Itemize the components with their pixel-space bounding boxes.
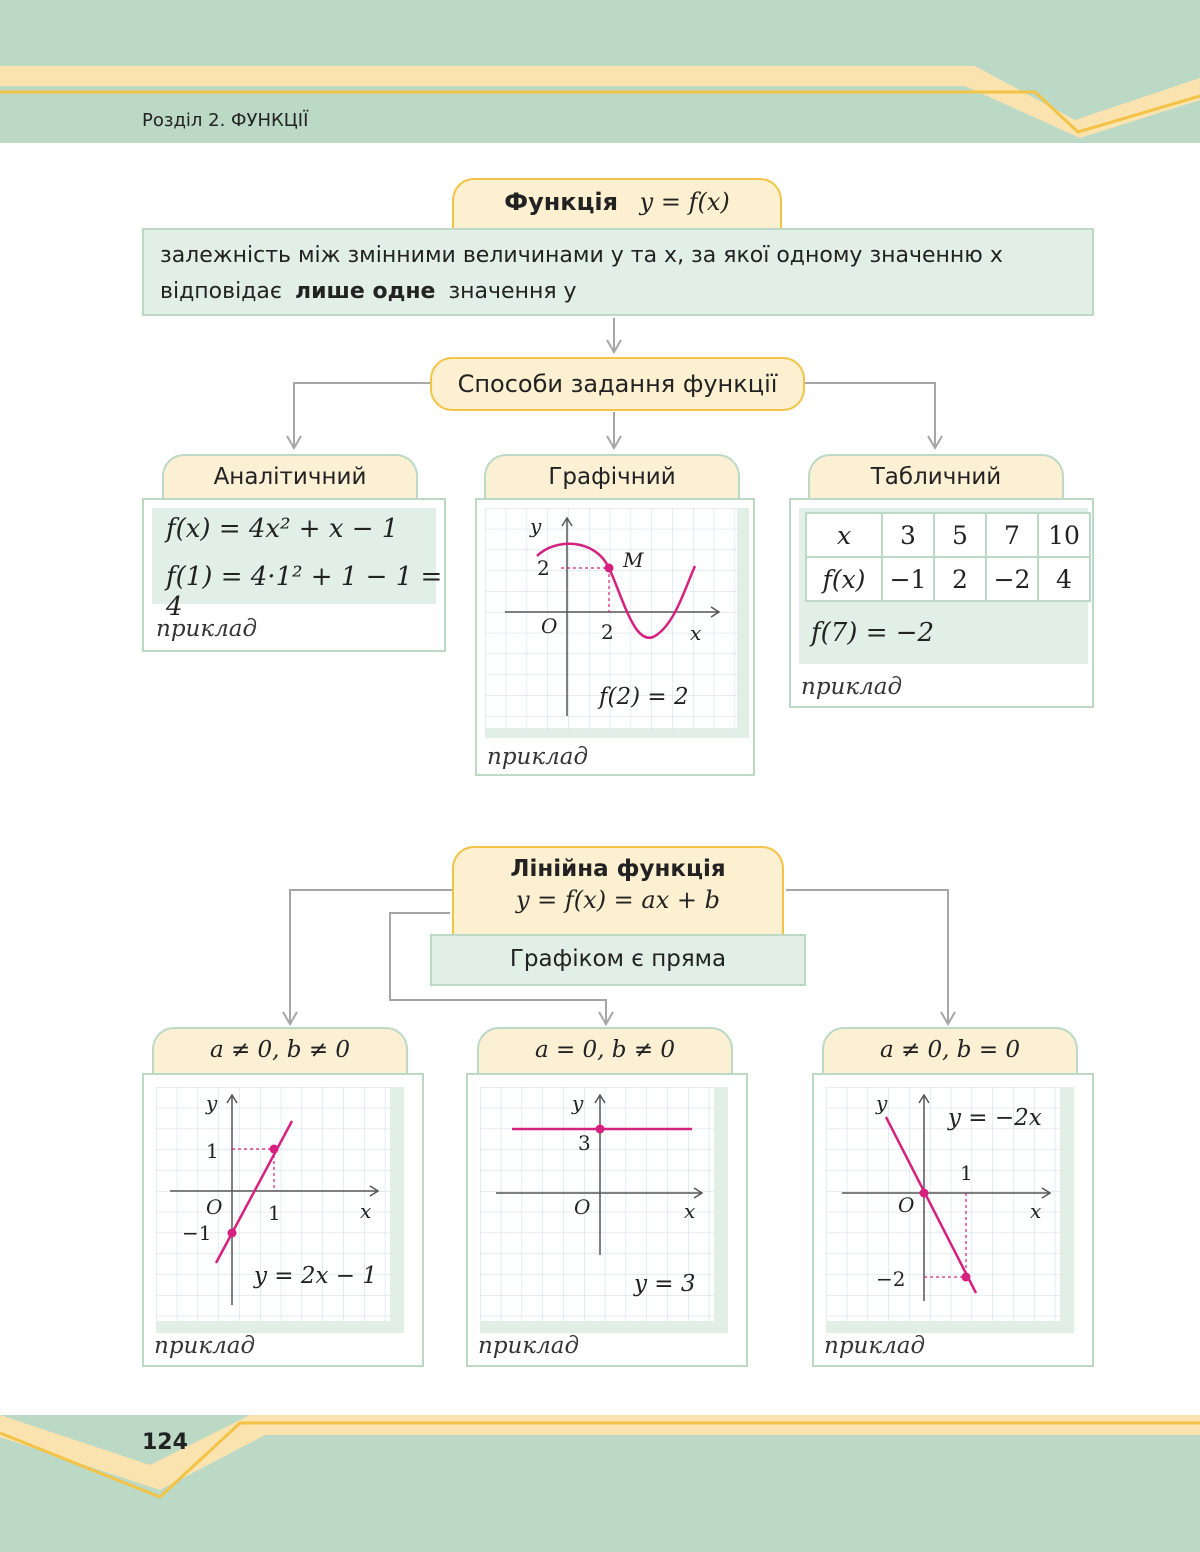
- values-table: x 3 5 7 10 f(x) −1 2 −2 4: [805, 512, 1091, 602]
- case-2-condition: a = 0, b ≠ 0: [534, 1037, 676, 1063]
- case-1-example-label: приклад: [154, 1333, 256, 1359]
- analytic-formula-1: f(x) = 4x² + x − 1: [166, 514, 399, 544]
- linear-formula: y = f(x) = ax + b: [515, 886, 720, 914]
- analytic-tab: Аналітичний: [162, 454, 418, 500]
- case-3-tick-y: −2: [876, 1267, 906, 1291]
- table-panel: x 3 5 7 10 f(x) −1 2 −2 4 f(7) = −2 прик…: [789, 498, 1094, 708]
- case-1-tick-x: 1: [268, 1201, 281, 1225]
- case-3-x-axis: x: [1030, 1199, 1042, 1223]
- case-2-graph: [480, 1087, 714, 1321]
- case-2-example-label: приклад: [478, 1333, 580, 1359]
- case-1-graph: [156, 1087, 390, 1321]
- methods-title: Способи задання функції: [430, 357, 805, 411]
- case-1-panel: y x O 1 −1 1 y = 2x − 1 приклад: [142, 1073, 424, 1367]
- graph-note-box: Графіком є пряма: [430, 934, 806, 986]
- definition-box: залежність між змінними величинами y та …: [142, 228, 1094, 316]
- analytic-formula-2: f(1) = 4·1² + 1 − 1 = 4: [166, 562, 443, 622]
- case-2-equation: y = 3: [634, 1271, 696, 1297]
- analytic-example-label: приклад: [156, 616, 258, 642]
- table-row: f(x) −1 2 −2 4: [805, 556, 1091, 602]
- case-1-origin: O: [206, 1195, 223, 1219]
- table-label: Табличний: [870, 464, 1002, 490]
- graphic-example-label: приклад: [487, 744, 589, 770]
- case-1-tab: a ≠ 0, b ≠ 0: [152, 1027, 408, 1075]
- analytic-panel: f(x) = 4x² + x − 1 f(1) = 4·1² + 1 − 1 =…: [142, 498, 446, 652]
- case-3-origin: O: [898, 1193, 915, 1217]
- case-1-equation: y = 2x − 1: [254, 1263, 378, 1289]
- curve-line: [536, 542, 697, 640]
- case-1-tick-y2: −1: [182, 1221, 212, 1245]
- function-title-tab: Функція y = f(x): [452, 178, 782, 230]
- case-2-panel: y x O 3 y = 3 приклад: [466, 1073, 748, 1367]
- case-3-example-label: приклад: [824, 1333, 926, 1359]
- case-3-y-axis: y: [876, 1091, 888, 1115]
- case-1-y-axis: y: [206, 1091, 218, 1115]
- case-1-tick-y1: 1: [206, 1139, 219, 1163]
- case-3-condition: a ≠ 0, b = 0: [879, 1037, 1021, 1063]
- section-title: Розділ 2. ФУНКЦІЇ: [142, 110, 309, 131]
- graphic-label: Графічний: [548, 464, 676, 490]
- function-title-formula: y = f(x): [639, 188, 730, 216]
- page-number: 124: [142, 1430, 188, 1455]
- header-band: [0, 0, 1200, 143]
- graphic-example-graph: [485, 508, 737, 730]
- graphic-tick-y: 2: [537, 556, 550, 580]
- analytic-label: Аналітичний: [213, 464, 367, 490]
- case-2-tick-y: 3: [578, 1131, 591, 1155]
- case-1-condition: a ≠ 0, b ≠ 0: [209, 1037, 351, 1063]
- line-y-neg2x: [884, 1116, 978, 1294]
- definition-line-1: залежність між змінними величинами y та …: [160, 243, 1003, 268]
- linear-title: Лінійна функція: [510, 856, 726, 882]
- table-formula: f(7) = −2: [811, 618, 935, 648]
- graphic-formula: f(2) = 2: [599, 684, 689, 710]
- graphic-tick-x: 2: [601, 620, 614, 644]
- case-3-panel: y x O 1 −2 y = −2x приклад: [812, 1073, 1094, 1367]
- graphic-panel: y x O 2 2 M f(2) = 2 приклад: [475, 498, 755, 776]
- table-tab: Табличний: [808, 454, 1064, 500]
- table-row: x 3 5 7 10: [805, 512, 1091, 558]
- graphic-y-axis-label: y: [530, 514, 542, 538]
- case-3-equation: y = −2x: [948, 1105, 1042, 1131]
- case-2-tab: a = 0, b ≠ 0: [477, 1027, 733, 1075]
- case-3-graph: [826, 1087, 1060, 1321]
- footer-band: [0, 1415, 1200, 1552]
- line-y-2x-1: [214, 1120, 294, 1264]
- graphic-x-axis-label: x: [690, 621, 702, 645]
- graphic-point-label: M: [623, 548, 644, 572]
- definition-line-2: відповідає лише одне значення y: [160, 279, 577, 304]
- function-title-word: Функція: [504, 188, 619, 216]
- graphic-tab: Графічний: [484, 454, 740, 500]
- linear-title-tab: Лінійна функція y = f(x) = ax + b: [452, 846, 784, 936]
- case-2-x-axis: x: [684, 1199, 696, 1223]
- table-example-label: приклад: [801, 674, 903, 700]
- case-3-tab: a ≠ 0, b = 0: [822, 1027, 1078, 1075]
- case-2-origin: O: [574, 1195, 591, 1219]
- case-3-tick-x: 1: [960, 1161, 973, 1185]
- case-1-x-axis: x: [360, 1199, 372, 1223]
- case-2-y-axis: y: [572, 1091, 584, 1115]
- point-m: [604, 563, 614, 573]
- graphic-origin-label: O: [541, 614, 558, 638]
